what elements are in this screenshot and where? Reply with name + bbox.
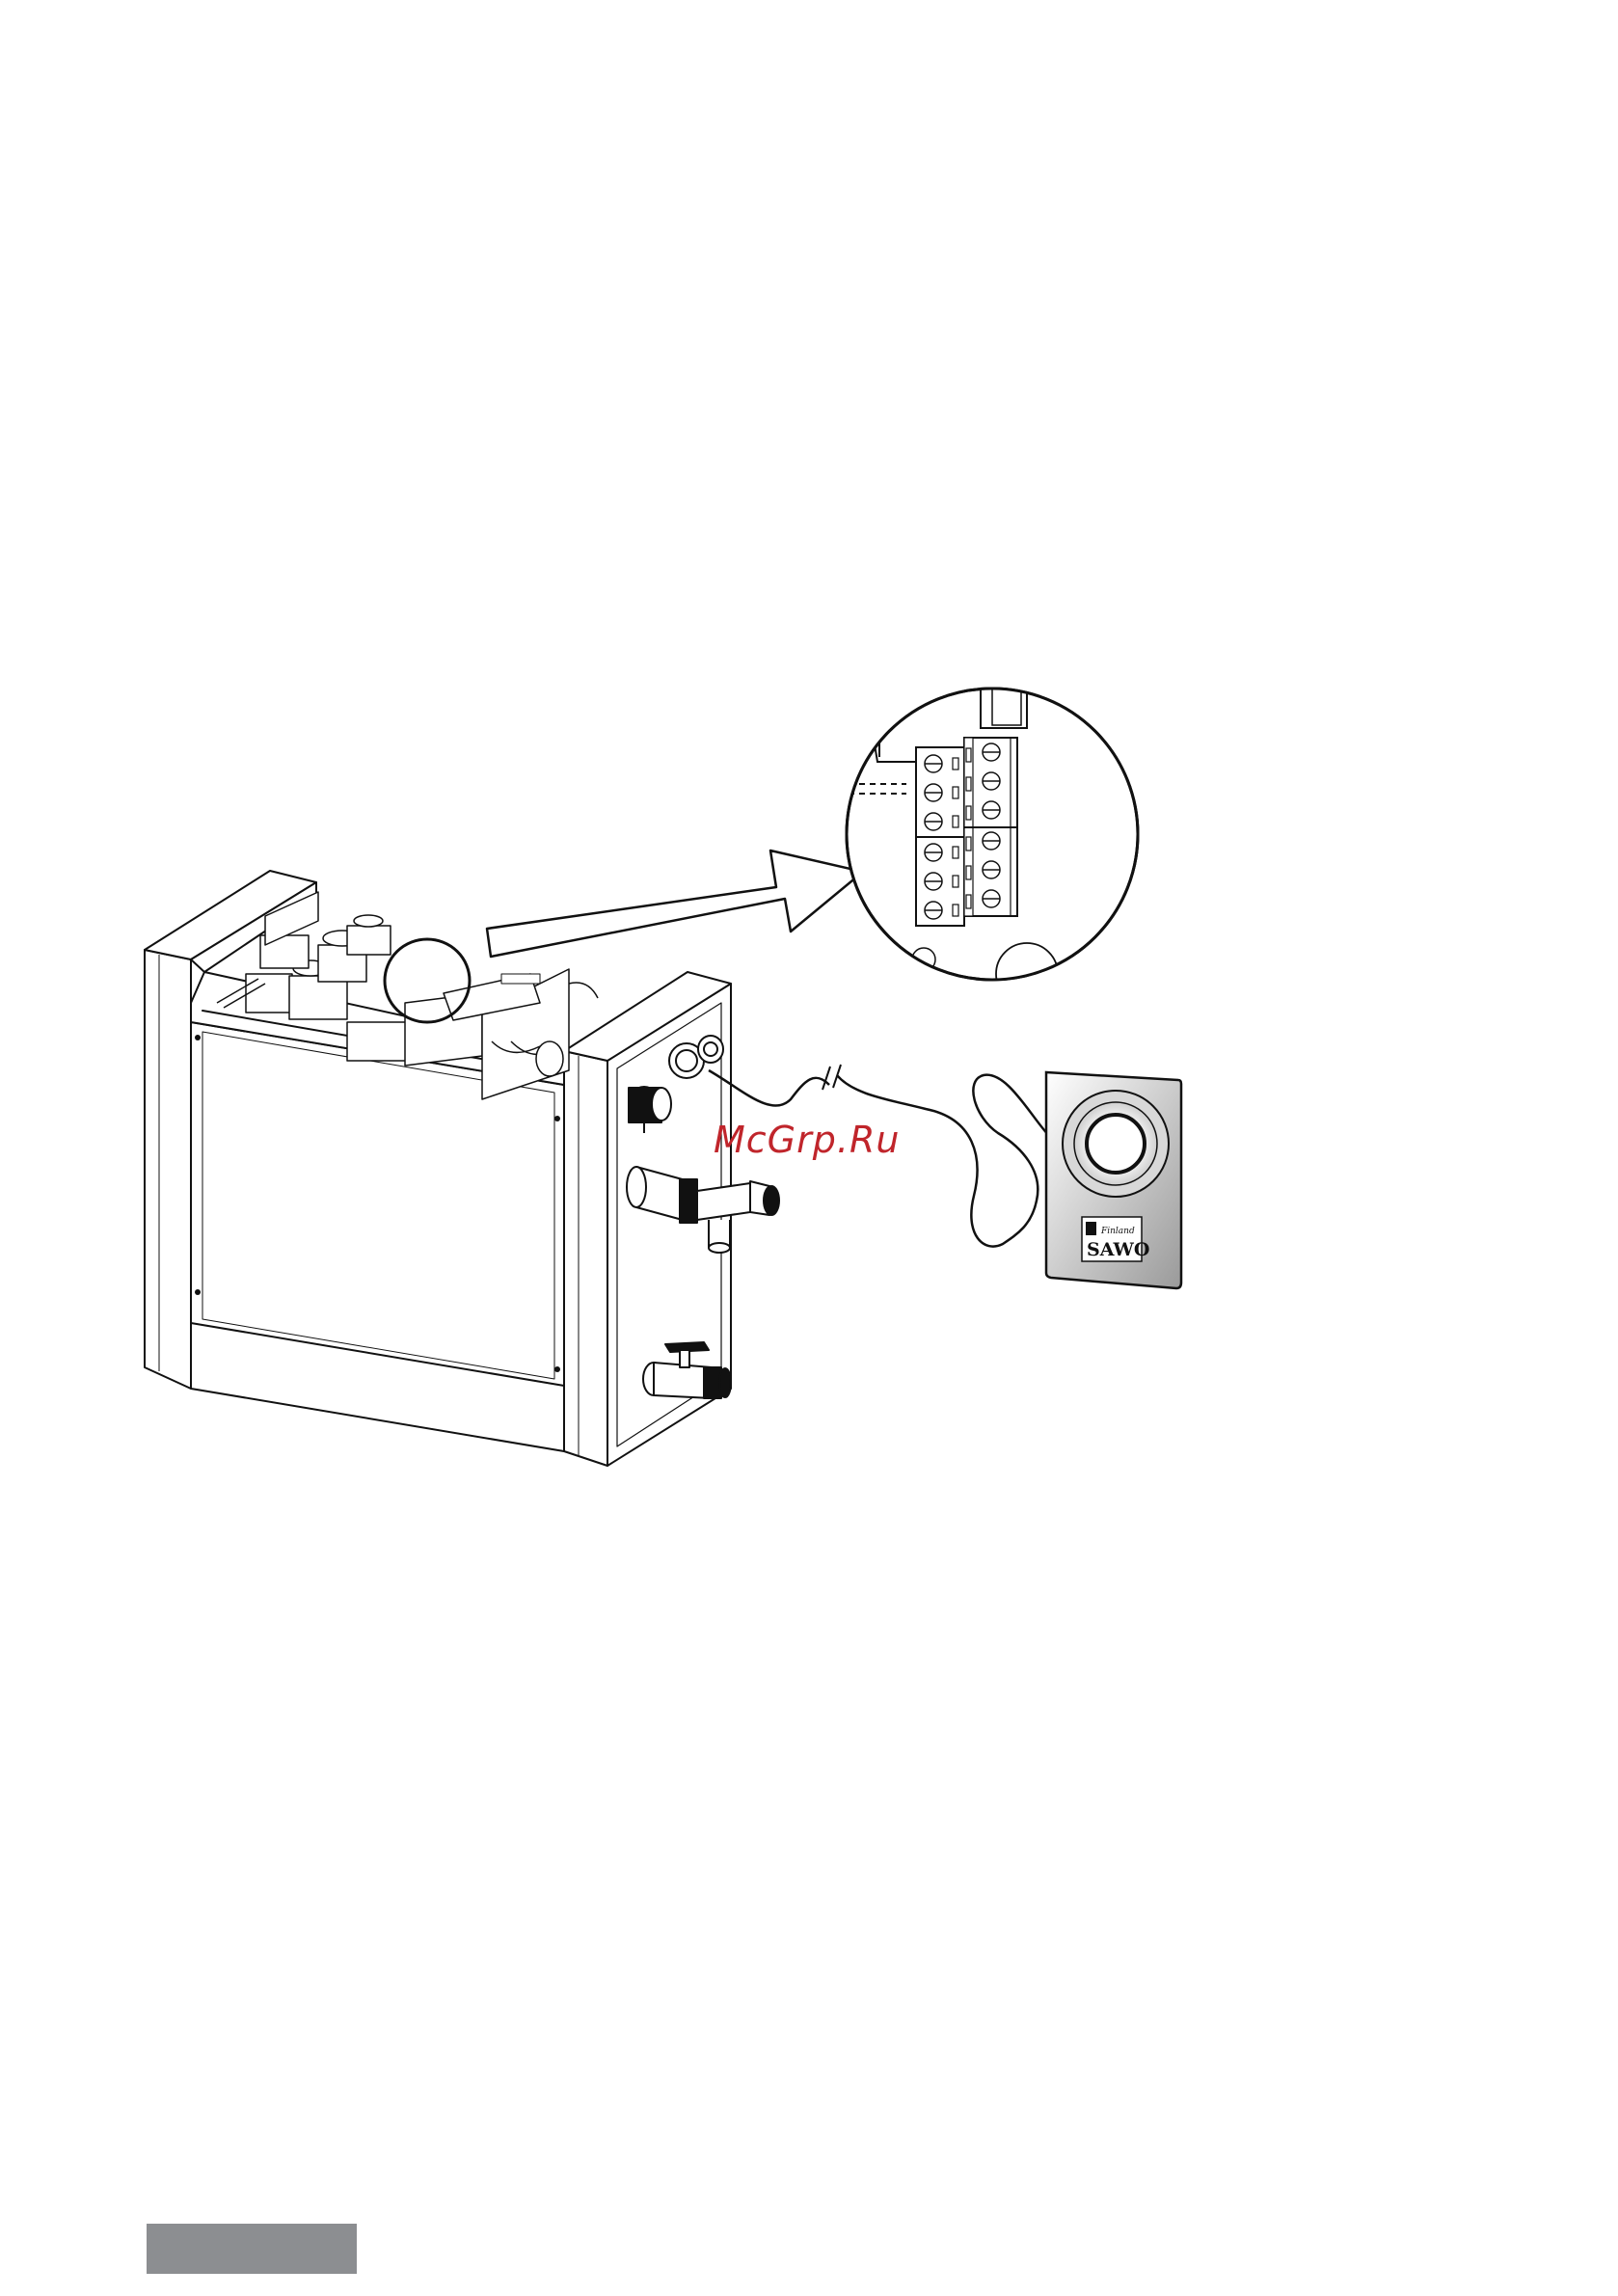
- watermark-text: McGrp.Ru: [714, 1119, 900, 1161]
- steam-generator: [145, 871, 779, 1466]
- page-tab: [147, 2224, 357, 2274]
- left-end-cap: [145, 950, 191, 1389]
- brand-text: SAWO: [1087, 1239, 1149, 1260]
- brand-sub-text: Finland: [1100, 1227, 1135, 1236]
- right-end-cap: [564, 1051, 607, 1466]
- callout-arrow: [487, 851, 863, 957]
- control-panel: Finland SAWO: [1046, 1072, 1181, 1288]
- terminal-zoom: [847, 680, 1138, 1005]
